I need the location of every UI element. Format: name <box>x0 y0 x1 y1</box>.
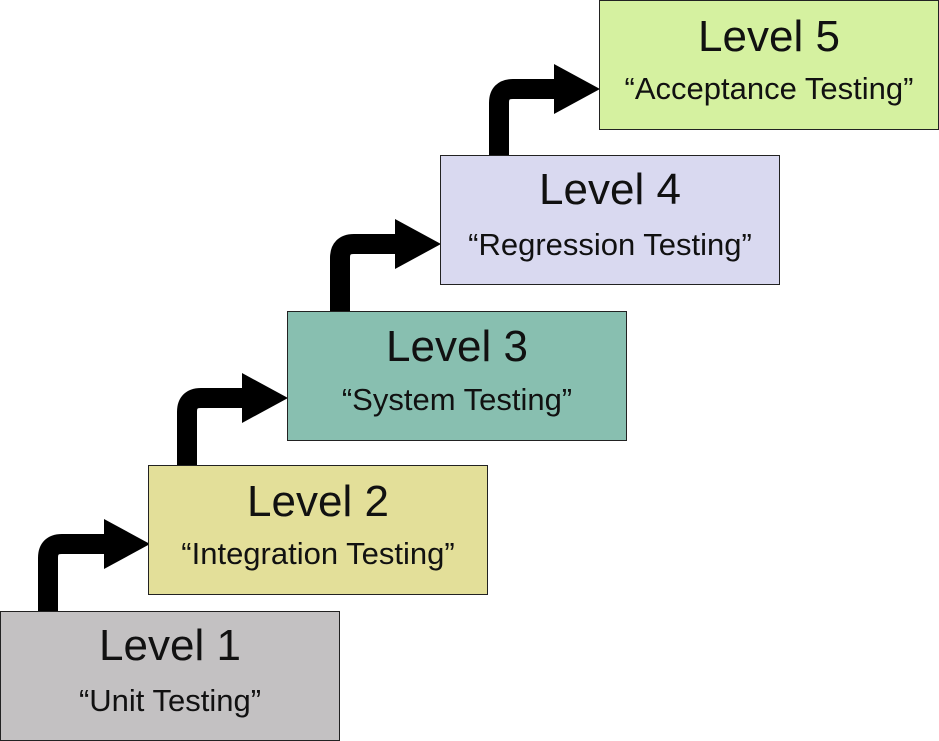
arrow-level-2-to-3 <box>177 373 288 466</box>
level-1-box: Level 1 “Unit Testing” <box>0 611 340 741</box>
level-5-title: Level 5 <box>698 12 840 61</box>
level-3-title: Level 3 <box>386 322 528 371</box>
arrow-level-4-to-5 <box>489 64 600 156</box>
level-4-subtitle: “Regression Testing” <box>468 227 752 262</box>
level-4-box: Level 4 “Regression Testing” <box>440 155 780 285</box>
level-5-box: Level 5 “Acceptance Testing” <box>599 0 939 130</box>
arrow-level-1-to-2 <box>38 519 150 612</box>
level-2-box: Level 2 “Integration Testing” <box>148 465 488 595</box>
level-4-title: Level 4 <box>539 165 681 214</box>
level-1-subtitle: “Unit Testing” <box>78 683 262 718</box>
arrow-level-3-to-4 <box>330 219 441 312</box>
level-2-title: Level 2 <box>247 477 389 526</box>
level-1-title: Level 1 <box>99 621 241 670</box>
level-5-subtitle: “Acceptance Testing” <box>624 71 914 106</box>
level-3-box: Level 3 “System Testing” <box>287 311 627 441</box>
level-3-subtitle: “System Testing” <box>341 382 573 417</box>
level-2-subtitle: “Integration Testing” <box>181 536 455 571</box>
